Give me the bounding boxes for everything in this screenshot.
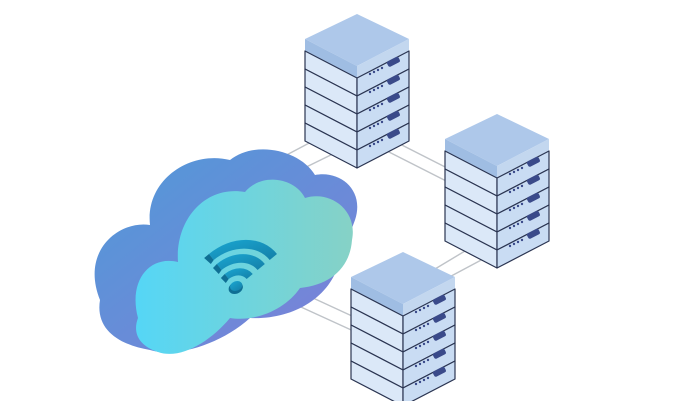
server-right (445, 114, 549, 268)
server-top (305, 14, 409, 168)
server-bottom (351, 252, 455, 401)
wifi-icon (204, 239, 277, 294)
